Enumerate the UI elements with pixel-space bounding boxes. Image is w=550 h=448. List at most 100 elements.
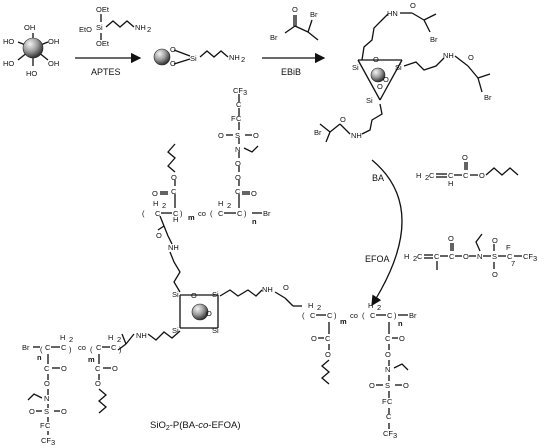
svg-text:2: 2 [425,173,429,182]
svg-text:(: ( [40,345,43,354]
svg-text:S: S [235,131,240,140]
svg-text:O: O [156,231,162,240]
svg-text:C: C [370,311,376,320]
svg-text:C: C [218,209,224,218]
svg-text:C: C [387,397,393,406]
ba-label: BA [372,173,384,183]
svg-text:Br: Br [409,311,417,320]
svg-text:): ) [69,345,72,354]
svg-text:HN: HN [387,9,398,18]
svg-text:NH: NH [229,53,240,62]
svg-text:Si: Si [212,290,219,299]
svg-text:NH: NH [262,285,273,294]
svg-text:3: 3 [51,438,55,447]
svg-text:2: 2 [162,201,166,210]
svg-text:(: ( [90,345,93,354]
svg-text:): ) [180,209,183,218]
svg-text:C: C [111,343,117,352]
svg-text:C: C [155,209,161,218]
oh-label: HO [3,59,14,68]
svg-text:): ) [394,311,397,320]
svg-text:O: O [95,379,101,388]
silica-sphere [191,303,209,321]
svg-text:CF: CF [233,86,243,95]
svg-text:Br: Br [484,93,492,102]
svg-text:): ) [244,209,247,218]
svg-text:Si: Si [212,326,219,335]
svg-text:2: 2 [241,55,245,64]
svg-text:O: O [283,283,289,292]
svg-text:C: C [449,252,455,261]
svg-text:C: C [434,252,440,261]
svg-text:N: N [44,394,49,403]
svg-text:O: O [385,350,391,359]
svg-text:C: C [173,209,179,218]
svg-text:H: H [448,179,453,188]
svg-text:C: C [507,252,513,261]
svg-text:(: ( [362,311,365,320]
svg-text:(: ( [302,311,305,320]
svg-text:O: O [253,131,259,140]
svg-text:O: O [44,379,50,388]
ebib-label: EBiB [281,67,301,77]
svg-text:F: F [506,243,511,252]
svg-text:C: C [429,171,435,180]
aptes-modified-particle: O O Si NH 2 [153,45,245,68]
svg-text:O: O [462,153,468,162]
oh-label: HO [3,37,14,46]
efoa-label: EFOA [365,254,390,264]
svg-text:Si: Si [96,23,103,32]
svg-text:N: N [477,252,482,261]
svg-text:n: n [398,319,403,328]
ebib-structure: O Br Br [270,5,319,42]
svg-text:C: C [171,187,177,196]
svg-text:O: O [325,350,331,359]
svg-text:co: co [78,343,86,352]
svg-text:(: ( [142,209,145,218]
svg-text:O: O [479,171,485,180]
svg-text:H: H [153,199,158,208]
svg-text:H: H [416,171,421,180]
svg-text:O: O [235,159,241,168]
svg-text:N: N [385,365,390,374]
svg-text:EtO: EtO [79,25,92,34]
aptes-structure: OEt Si EtO OEt NH 2 [79,5,151,48]
svg-text:co: co [350,311,358,320]
svg-text:C: C [95,364,101,373]
svg-text:Br: Br [430,35,438,44]
svg-text:C: C [236,100,242,109]
svg-text:NH: NH [136,331,147,340]
silica-hydroxyl-particle: OH HO OH HO OH HO [3,23,59,78]
svg-text:F: F [382,397,387,406]
svg-text:O: O [369,381,375,390]
svg-text:O: O [61,407,67,416]
svg-text:C: C [325,334,331,343]
svg-text:O: O [403,381,409,390]
svg-text:C: C [448,171,454,180]
svg-text:Br: Br [263,209,271,218]
svg-text:n: n [37,353,42,362]
svg-text:Si: Si [172,326,179,335]
oh-label: OH [24,23,35,32]
brush-product: Si Si Si Si O O NH O ( H 2 C C H ) m co … [22,86,417,447]
svg-text:O: O [218,131,224,140]
svg-text:O: O [311,334,317,343]
svg-text:Si: Si [395,63,402,72]
svg-text:S: S [44,407,49,416]
svg-text:C: C [417,252,423,261]
svg-text:3: 3 [243,88,247,97]
svg-text:Si: Si [352,63,359,72]
svg-text:(: ( [210,209,213,218]
svg-text:O: O [492,270,498,279]
svg-text:C: C [385,334,391,343]
oh-label: HO [26,69,37,78]
svg-text:O: O [383,75,389,84]
svg-text:OEt: OEt [96,5,110,14]
svg-text:O: O [251,189,257,198]
svg-text:C: C [236,114,242,123]
svg-text:H: H [60,333,65,342]
svg-text:Br: Br [270,33,278,42]
ba-monomer: H 2 C C H C O O [416,153,519,188]
svg-text:C: C [237,209,243,218]
